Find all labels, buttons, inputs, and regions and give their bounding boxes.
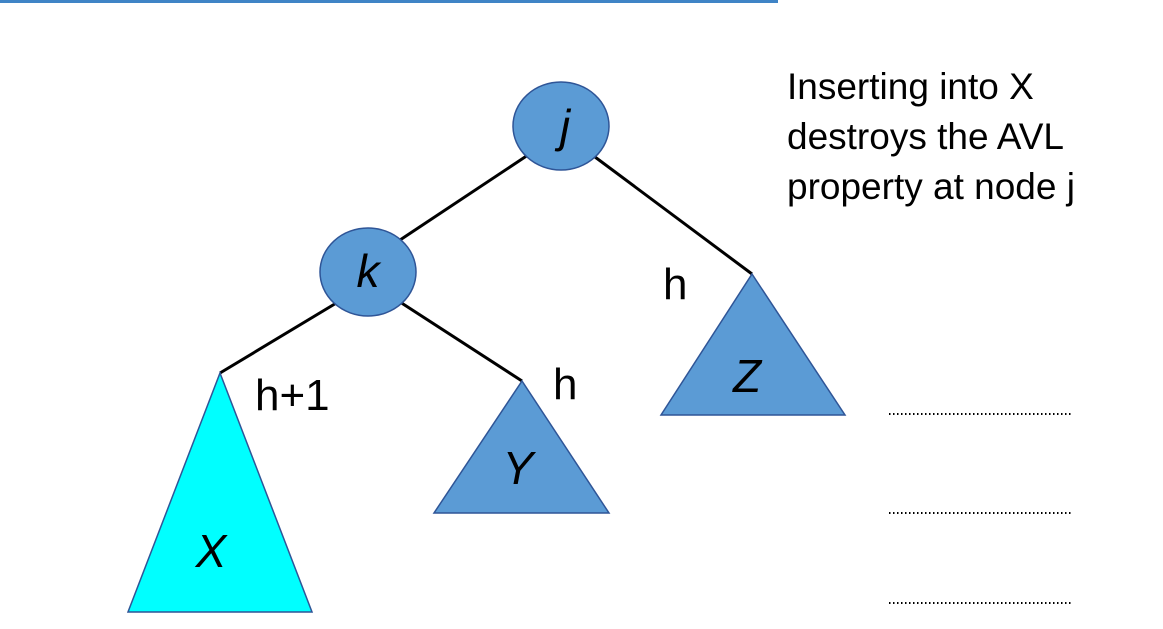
edge-k-y: [399, 300, 523, 383]
title-accent-bar: [0, 0, 778, 3]
edge-j-k: [399, 153, 529, 242]
height-x-label: h+1: [255, 371, 330, 420]
node-k-circle: [319, 227, 417, 317]
edge-j-z: [594, 155, 753, 276]
subtree-z-triangle: [659, 272, 847, 416]
subtree-z-label: Z: [732, 350, 763, 402]
edge-k-x: [219, 300, 339, 375]
subtree-x-label: X: [195, 525, 229, 577]
node-j-circle: [512, 81, 610, 171]
height-y-label: h: [553, 360, 577, 409]
caption-text: Inserting into X destroys the AVL proper…: [787, 62, 1157, 212]
height-z-label: h: [663, 260, 687, 309]
caption-line-1: Inserting into X: [787, 66, 1034, 107]
caption-line-3: property at node j: [787, 166, 1075, 207]
subtree-x-triangle: [126, 370, 314, 613]
caption-line-2: destroys the AVL: [787, 116, 1064, 157]
node-k-label: k: [357, 245, 382, 297]
subtree-y-label: Y: [503, 442, 537, 494]
subtree-y-triangle: [432, 379, 611, 514]
